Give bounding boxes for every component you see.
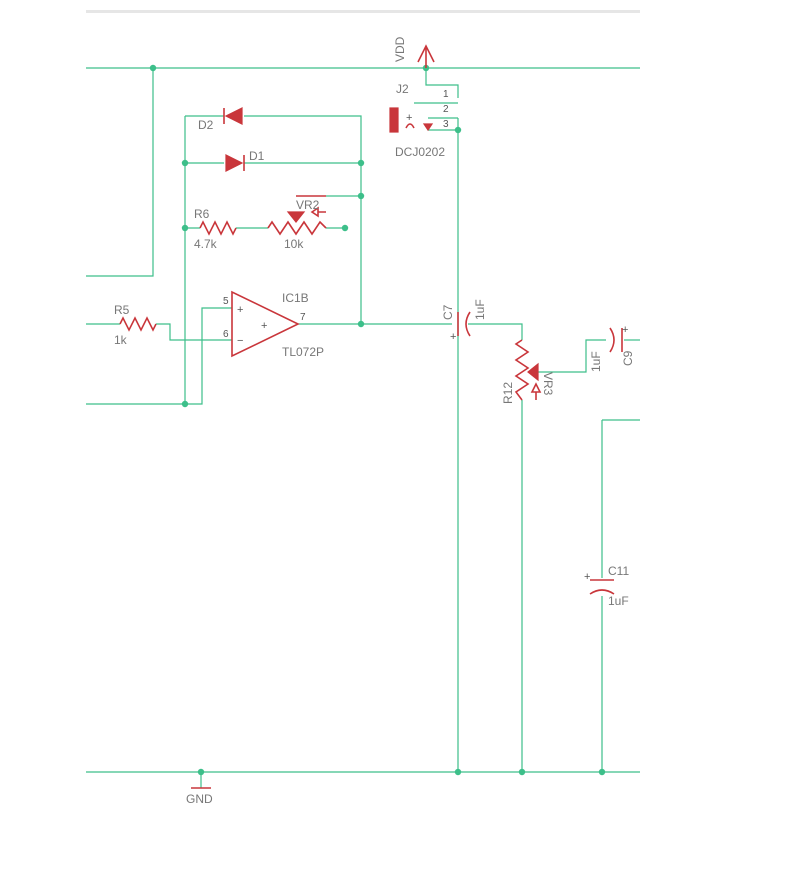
trimmer-vr2[interactable]: VR2 10k	[267, 195, 327, 251]
capacitor-c7[interactable]: + C7 1uF	[441, 299, 487, 343]
vr3-wiper-to-c9	[538, 339, 606, 373]
top-scroll-bar	[86, 10, 640, 13]
vdd-branch-left	[86, 68, 154, 277]
opamp-ic1b[interactable]: + − + 5 6 7 IC1B TL072P	[223, 290, 324, 359]
c9-curved-plate-icon	[609, 327, 615, 353]
junctions	[149, 64, 606, 776]
plus-input-wire	[86, 307, 232, 405]
diode-d1[interactable]: D1	[225, 149, 265, 172]
vr3-ref: VR3	[541, 372, 555, 396]
vr3-zigzag-icon	[514, 339, 530, 401]
opamp-center-plus: +	[261, 320, 267, 332]
gnd-label: GND	[186, 792, 213, 806]
c7-curved-plate-icon	[465, 311, 471, 337]
d1-ref: D1	[249, 149, 265, 163]
vr2-wiper-icon	[286, 211, 306, 223]
c9-ref: C9	[621, 350, 635, 366]
c7-plus-sign: +	[450, 331, 456, 343]
opamp-pin-out: 7	[300, 312, 306, 323]
vr3-adjust-icon	[530, 382, 542, 400]
j2-pins	[414, 102, 458, 131]
wires	[86, 67, 640, 788]
minus-input-wire	[86, 323, 232, 341]
j2-ref: J2	[396, 82, 409, 96]
c7-value: 1uF	[473, 299, 487, 320]
opamp-pin-minus: 6	[223, 329, 229, 340]
opamp-plus-sign: +	[237, 304, 243, 316]
j2-pin-arrow-icon	[422, 123, 434, 132]
j2-plus-sign: +	[406, 112, 412, 124]
capacitor-c9[interactable]: + 1uF C9	[589, 324, 635, 372]
gnd-symbol[interactable]: GND	[186, 787, 213, 806]
output-wire	[298, 323, 523, 340]
j2-pin-arc-icon	[405, 123, 415, 129]
ic1b-ref: IC1B	[282, 291, 309, 305]
potentiometer-vr3[interactable]: R12 VR3	[501, 339, 555, 404]
c11-ref: C11	[608, 564, 629, 578]
opamp-pin-plus: 5	[223, 296, 229, 307]
c11-value: 1uF	[608, 594, 629, 608]
j2-connector[interactable]: J2 + 1 2 3 DCJ0202	[389, 82, 449, 159]
opamp-triangle-icon	[231, 290, 300, 358]
r6-value: 4.7k	[194, 237, 218, 251]
j2-pin1: 1	[443, 89, 449, 100]
vdd-symbol[interactable]: VDD	[393, 36, 435, 68]
vr2-ref: VR2	[296, 198, 320, 212]
r5-zigzag-icon	[119, 316, 157, 332]
resistor-r5[interactable]: R5 1k	[114, 303, 157, 347]
c9-plus-sign: +	[622, 324, 628, 336]
j2-value: DCJ0202	[395, 145, 445, 159]
capacitor-c11[interactable]: + C11 1uF	[584, 564, 629, 608]
vr2-adjust-icon	[310, 206, 326, 218]
r5-ref: R5	[114, 303, 130, 317]
d1-triangle-icon	[225, 154, 244, 172]
c11-wires	[601, 419, 640, 772]
vr2-value: 10k	[284, 237, 304, 251]
vdd-label: VDD	[393, 36, 407, 62]
c9-value: 1uF	[589, 351, 603, 372]
d2-triangle-icon	[224, 107, 243, 125]
resistor-r6[interactable]: R6 4.7k	[194, 207, 237, 251]
j2-pin2: 2	[443, 104, 449, 115]
r12-ref: R12	[501, 382, 515, 404]
j2-pin3: 3	[443, 119, 449, 130]
d2-loop	[185, 115, 362, 324]
vdd-arrow-icon	[417, 44, 435, 68]
r6-ref: R6	[194, 207, 210, 221]
r5-value: 1k	[114, 333, 128, 347]
vr3-wiper-icon	[527, 362, 539, 382]
c11-curved-plate-icon	[589, 589, 615, 595]
vdd-to-j2	[425, 68, 459, 98]
d2-ref: D2	[198, 118, 214, 132]
opamp-minus-sign: −	[237, 335, 243, 347]
diode-d2[interactable]: D2	[198, 107, 243, 132]
r6-zigzag-icon	[199, 220, 237, 236]
vr2-zigzag-icon	[267, 220, 327, 236]
ic1b-value: TL072P	[282, 345, 324, 359]
j2-body-icon	[389, 107, 399, 133]
c11-plus-sign: +	[584, 571, 590, 583]
c7-ref: C7	[441, 304, 455, 320]
